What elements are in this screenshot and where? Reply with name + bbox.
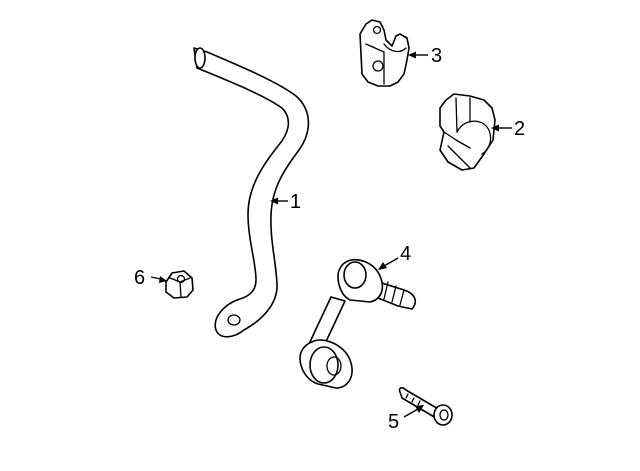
callout-labels: 1 2 3 4 5 6 [134, 45, 525, 433]
callout-5: 5 [388, 411, 399, 433]
arrowhead-4 [378, 262, 387, 270]
arrowhead-6 [159, 276, 167, 283]
callout-6: 6 [134, 267, 145, 289]
nut [165, 270, 194, 299]
bolt [398, 387, 453, 426]
arrowhead-3 [408, 51, 416, 59]
arrowhead-1 [270, 197, 278, 205]
callout-3: 3 [431, 45, 442, 67]
leader-line-4 [383, 257, 399, 267]
callout-2: 2 [514, 118, 525, 140]
leader-lines [150, 51, 512, 418]
callout-4: 4 [400, 243, 411, 265]
stabilizer-bar [193, 47, 310, 338]
callout-1: 1 [290, 191, 301, 213]
arrowhead-5 [415, 405, 424, 413]
arrowhead-2 [491, 124, 499, 132]
stabilizer-link [299, 258, 417, 389]
bushing [439, 93, 496, 171]
leader-line-6 [150, 276, 162, 280]
bushing-bracket [359, 19, 410, 87]
leader-line-5 [403, 408, 419, 418]
